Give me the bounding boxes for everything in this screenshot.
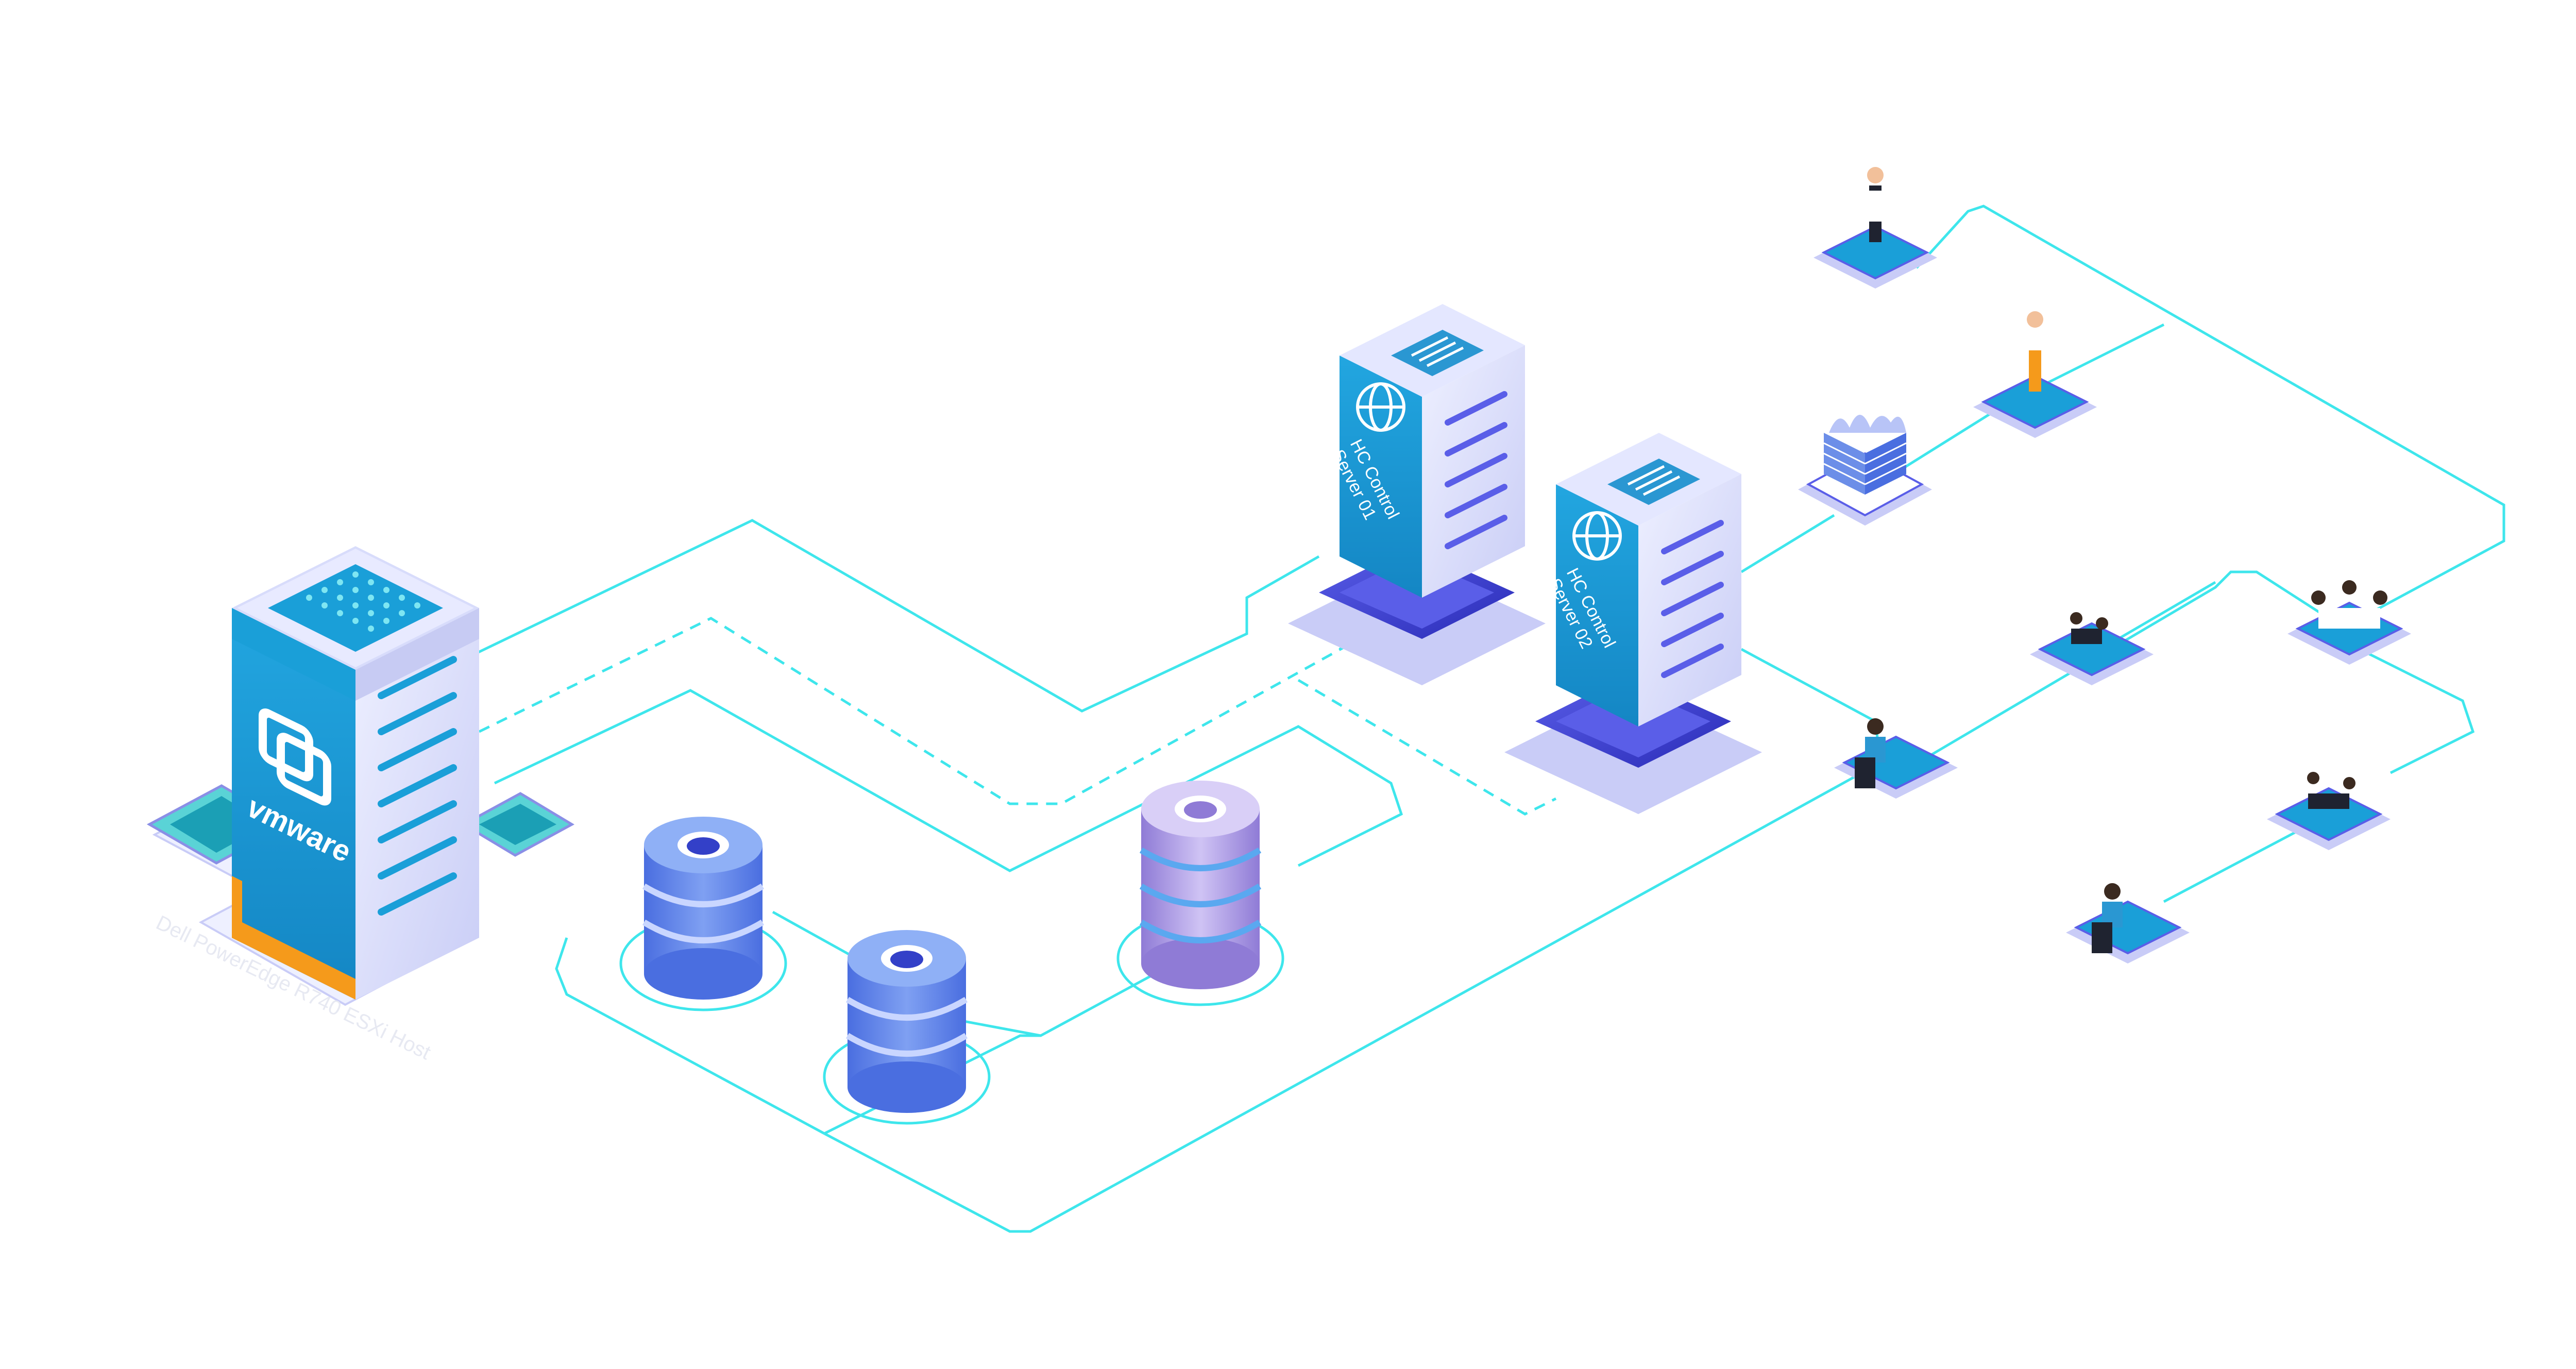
vent-grid [306,571,420,632]
user-group-1 [2030,612,2154,685]
user-standing-man [1814,167,1937,289]
cpu-chip-right [461,792,575,857]
user-meeting-table [2287,580,2411,665]
firewall-icon [1798,415,1932,526]
link-top-loop [1916,205,2505,615]
storage-disk-3 [1116,781,1284,1006]
control-server-02: HC Control Server 02 [1504,433,1762,814]
globe-gear-icon [1572,511,1622,561]
vmware-logo-icon [259,708,331,806]
link-server02-firewall [1740,514,1835,573]
link-bottom-users [823,648,1882,1233]
storage-disk-1 [619,817,787,1011]
control-server-01: HC Control Server 01 [1288,304,1546,685]
storage-disk-2 [823,930,991,1125]
user-laptop-1 [1834,718,1958,799]
user-group-2 [2267,772,2391,850]
link-vmware-storage [494,689,1403,872]
vent-lines [378,656,457,916]
user-standing-woman [1973,311,2097,438]
connection-lines [473,205,2505,1233]
user-laptop-2 [2066,883,2190,964]
globe-gear-icon [1356,382,1405,432]
link-vmware-server01 [473,519,1320,713]
vmware-host: vmware Dell PowerEdge R740 ESXi Host [146,546,575,1064]
